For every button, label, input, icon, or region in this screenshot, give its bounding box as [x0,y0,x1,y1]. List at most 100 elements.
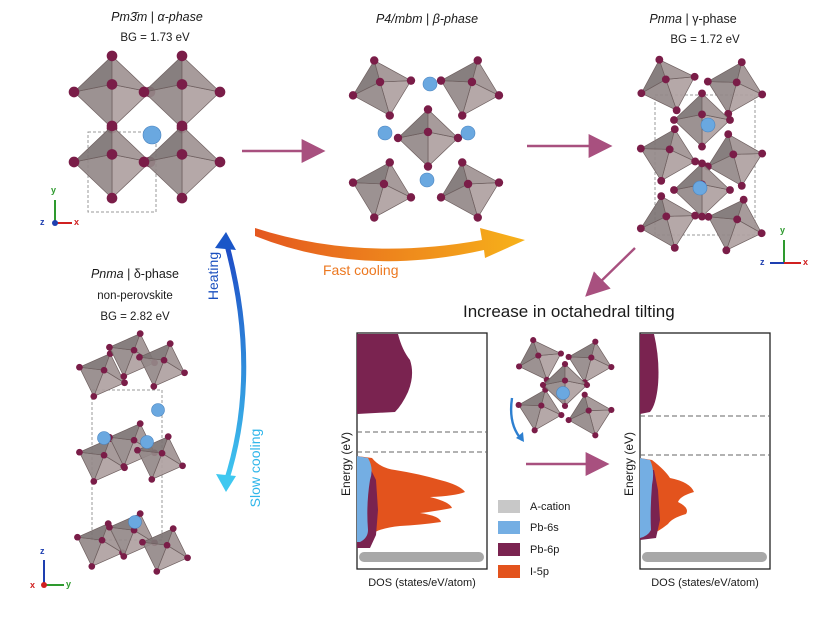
iodide-atom [670,116,678,124]
iodide-atom [565,353,572,361]
a-cation-atom [422,76,438,92]
iodide-atom [494,178,504,187]
octahedron [351,161,412,219]
octahedron [138,342,186,388]
delta-phase-structure [74,330,191,575]
iodide-atom [348,91,358,100]
iodide-atom [585,407,592,414]
iodide-atom [565,416,572,424]
iodide-atom [608,406,615,414]
iodide-atom [661,75,670,84]
iodide-atom [138,156,150,168]
octahedron [707,198,763,252]
a-cation-atom [97,431,111,445]
alpha-space-group: Pm3̄m [111,10,148,24]
iodide-atom [515,363,523,370]
iodide-atom [703,77,712,86]
iodide-atom [120,553,128,560]
iodide-atom [423,105,433,114]
dos-panel-right [639,332,771,570]
iodide-atom [106,120,118,132]
iodide-atom [691,157,700,166]
a-cation-atom [377,125,393,141]
octahedron [78,352,126,398]
iodide-atom [583,381,591,389]
octahedron [567,393,613,437]
tilted-octahedra-structure [509,337,615,442]
iodide-atom [385,158,394,167]
gamma-axis-y: y [780,225,786,235]
iodide-atom [106,192,118,204]
octahedron [567,340,613,384]
iodide-atom [436,193,446,202]
iodide-atom [169,525,177,532]
alpha-axis-z: z [40,217,45,227]
delta-axis-z: z [40,546,45,556]
iodide-atom [100,451,108,459]
iodide-atom [136,510,144,517]
iodide-atom [164,433,172,440]
octahedron [640,58,696,112]
iodide-atom [698,142,706,151]
iodide-atom [136,353,143,361]
a-cation-atom [140,435,154,449]
octahedron [639,195,697,249]
iodide-atom [393,133,403,143]
iodide-atom [163,541,171,549]
iodide-atom [588,354,595,361]
beta-phase-structure [348,56,504,222]
axes-triad-alpha [52,200,72,226]
gamma-to-tilting-arrow [585,247,636,297]
iodide-atom [375,77,385,87]
iodide-atom [130,436,138,444]
octahedron [639,128,697,182]
iodide-atom [98,536,106,544]
gamma-title: Pnma | γ-phase [649,12,737,26]
legend-label: A-cation [530,500,571,513]
dos-right-ylabel: Energy (eV) [622,431,636,497]
iodide-atom [348,178,358,187]
iodide-atom [136,420,144,427]
octahedron [72,55,152,129]
iodide-atom [665,145,674,154]
iodide-atom [176,120,188,132]
iodide-atom [385,111,394,120]
gamma-space-group: Pnma [649,12,682,26]
iodide-atom [148,476,156,483]
iodide-atom [458,158,467,167]
octahedron [440,161,501,219]
iodide-atom [166,340,174,347]
iodide-atom [214,156,226,168]
iodide-atom [655,55,664,64]
legend-swatch [498,521,520,534]
iodide-atom [636,144,645,153]
iodide-atom [561,361,569,368]
gamma-axis-x: x [803,257,809,267]
octahedron [706,133,764,187]
delta-space-group: Pnma [90,267,124,281]
iodide-atom [176,192,188,204]
heating-cooling-arrow [222,237,247,483]
iodide-atom [136,330,144,337]
octahedron [672,92,732,148]
iodide-atom [120,463,128,470]
iodide-atom [637,89,646,98]
heating-label: Heating [205,251,221,301]
delta-bandgap: BG = 2.82 eV [100,311,170,323]
delta-axis-x: x [30,580,36,590]
iodide-atom [379,179,389,189]
octahedron [706,61,764,115]
legend-item-a-cation: A-cation [498,500,570,513]
iodide-atom [134,446,141,454]
iodide-atom [561,377,569,384]
beta-space-group: P4/mbm [375,12,423,26]
iodide-atom [494,91,504,100]
iodide-atom [657,176,666,185]
octahedron [141,527,189,573]
iodide-atom [670,243,679,252]
octahedron [76,522,124,568]
iodide-atom [515,401,522,409]
iodide-atom [733,215,742,224]
tilting-title: Increase in octahedral tilting [463,302,675,321]
axes-triad-gamma [770,240,801,264]
